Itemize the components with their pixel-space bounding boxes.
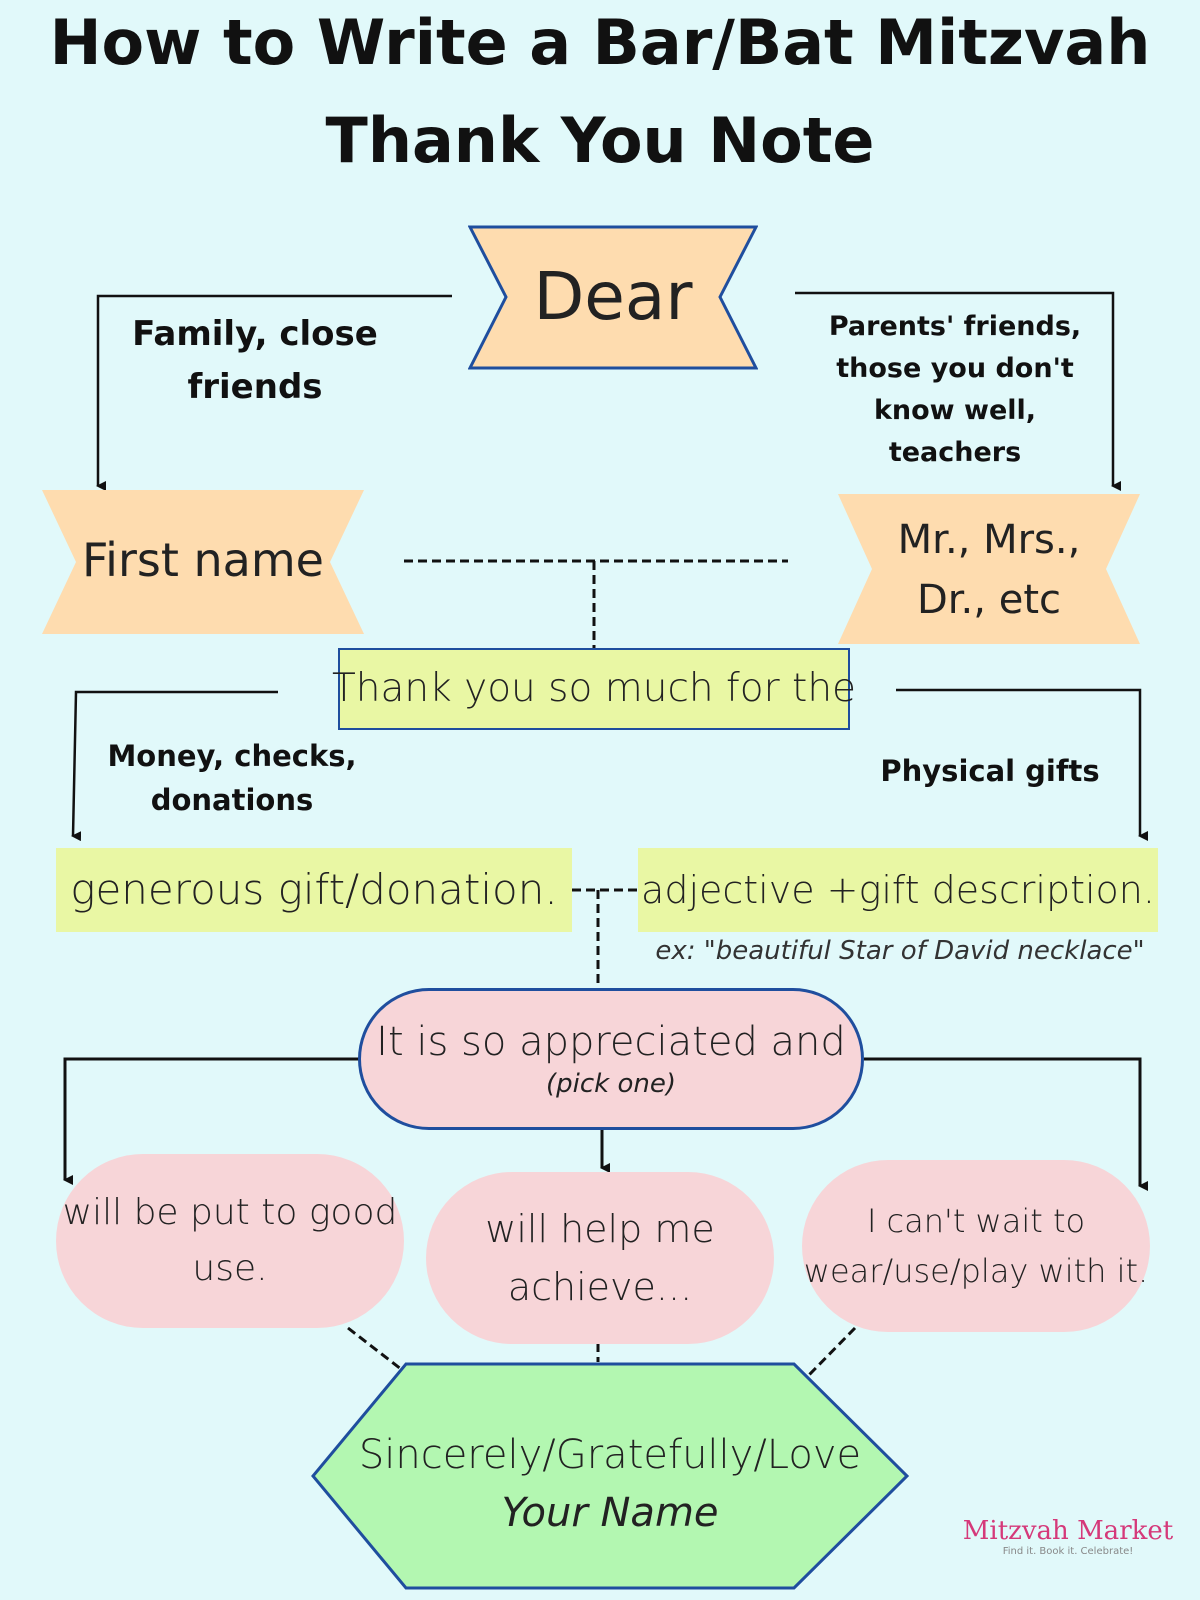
thank-you-box: Thank you so much for the (332, 648, 856, 730)
arrow-dear-to-formal (795, 291, 1121, 491)
arrow-appreciation-to-option3 (864, 1057, 1148, 1191)
gift-option-text: adjective +gift description. (641, 868, 1155, 912)
closing-hexagon: Sincerely/Gratefully/Love Your Name (310, 1362, 910, 1590)
arrow-appreciation-to-option1 (63, 1057, 360, 1185)
acquaintances-label-line-1: Parents' friends, (828, 311, 1082, 342)
arrow-thanks-to-gifts (896, 688, 1148, 841)
first-name-label: First name (82, 533, 324, 587)
gift-option-box: adjective +gift description. (638, 848, 1158, 932)
acquaintances-label-line-2: those you don't (836, 353, 1074, 384)
money-option-box: generous gift/donation. (56, 848, 572, 932)
closing-text: Sincerely/Gratefully/Love Your Name (310, 1426, 910, 1542)
acquaintances-label-line-4: teachers (888, 437, 1022, 468)
first-name-banner: First name (42, 490, 364, 634)
arrow-thanks-to-money (71, 690, 278, 842)
appreciation-oval: It is so appreciated and (pick one) (358, 988, 864, 1130)
formal-name-line-2: Dr., etc (916, 577, 1061, 623)
money-option-text: generous gift/donation. (70, 865, 558, 914)
brand-name: Mitzvah Market (962, 1516, 1174, 1546)
acquaintances-label-line-3: know well, (873, 395, 1037, 426)
family-label-line-1: Family, close (132, 314, 378, 354)
closing-line-1: Sincerely/Gratefully/Love (358, 1432, 862, 1478)
option-cant-wait-line-1: I can't wait to (866, 1202, 1086, 1240)
dashed-option3-to-closing (806, 1326, 857, 1378)
option-help-achieve-line-2: achieve... (507, 1265, 693, 1309)
formal-name-banner: Mr., Mrs., Dr., etc (838, 494, 1140, 644)
family-label: Family, close friends (110, 308, 400, 414)
page-title: How to Write a Bar/Bat Mitzvah Thank You… (0, 0, 1200, 190)
option-help-achieve-line-1: will help me (485, 1207, 715, 1251)
gifts-label: Physical gifts (880, 754, 1100, 788)
family-label-line-2: friends (187, 367, 323, 407)
title-line-1: How to Write a Bar/Bat Mitzvah (49, 6, 1151, 79)
formal-name-line-1: Mr., Mrs., (897, 517, 1081, 563)
arrow-dear-to-first-name (96, 294, 452, 491)
title-line-2: Thank You Note (325, 104, 875, 177)
gift-example: ex: "beautiful Star of David necklace" (655, 936, 1145, 966)
closing-line-2: Your Name (501, 1490, 719, 1536)
option-good-use-line-1: will be put to good (62, 1192, 398, 1233)
option-cant-wait-line-2: wear/use/play with it. (803, 1252, 1149, 1290)
brand-logo: Mitzvah Market Find it. Book it. Celebra… (958, 1516, 1178, 1557)
appreciation-text: It is so appreciated and (376, 1019, 846, 1065)
thank-you-text: Thank you so much for the (331, 666, 857, 711)
option-good-use-line-2: use. (192, 1248, 268, 1289)
dear-banner: Dear (468, 225, 758, 370)
money-label: Money, checks, donations (92, 734, 372, 822)
acquaintances-label: Parents' friends, those you don't know w… (810, 306, 1100, 474)
money-label-line-1: Money, checks, (107, 739, 357, 773)
option-cant-wait: I can't wait to wear/use/play with it. (802, 1160, 1150, 1332)
option-help-achieve: will help me achieve... (426, 1172, 774, 1344)
money-label-line-2: donations (150, 783, 314, 817)
option-good-use: will be put to good use. (56, 1154, 404, 1328)
appreciation-hint: (pick one) (545, 1069, 676, 1099)
brand-tagline: Find it. Book it. Celebrate! (1002, 1546, 1134, 1557)
dear-label: Dear (533, 258, 693, 335)
formal-name-label: Mr., Mrs., Dr., etc (838, 510, 1140, 630)
